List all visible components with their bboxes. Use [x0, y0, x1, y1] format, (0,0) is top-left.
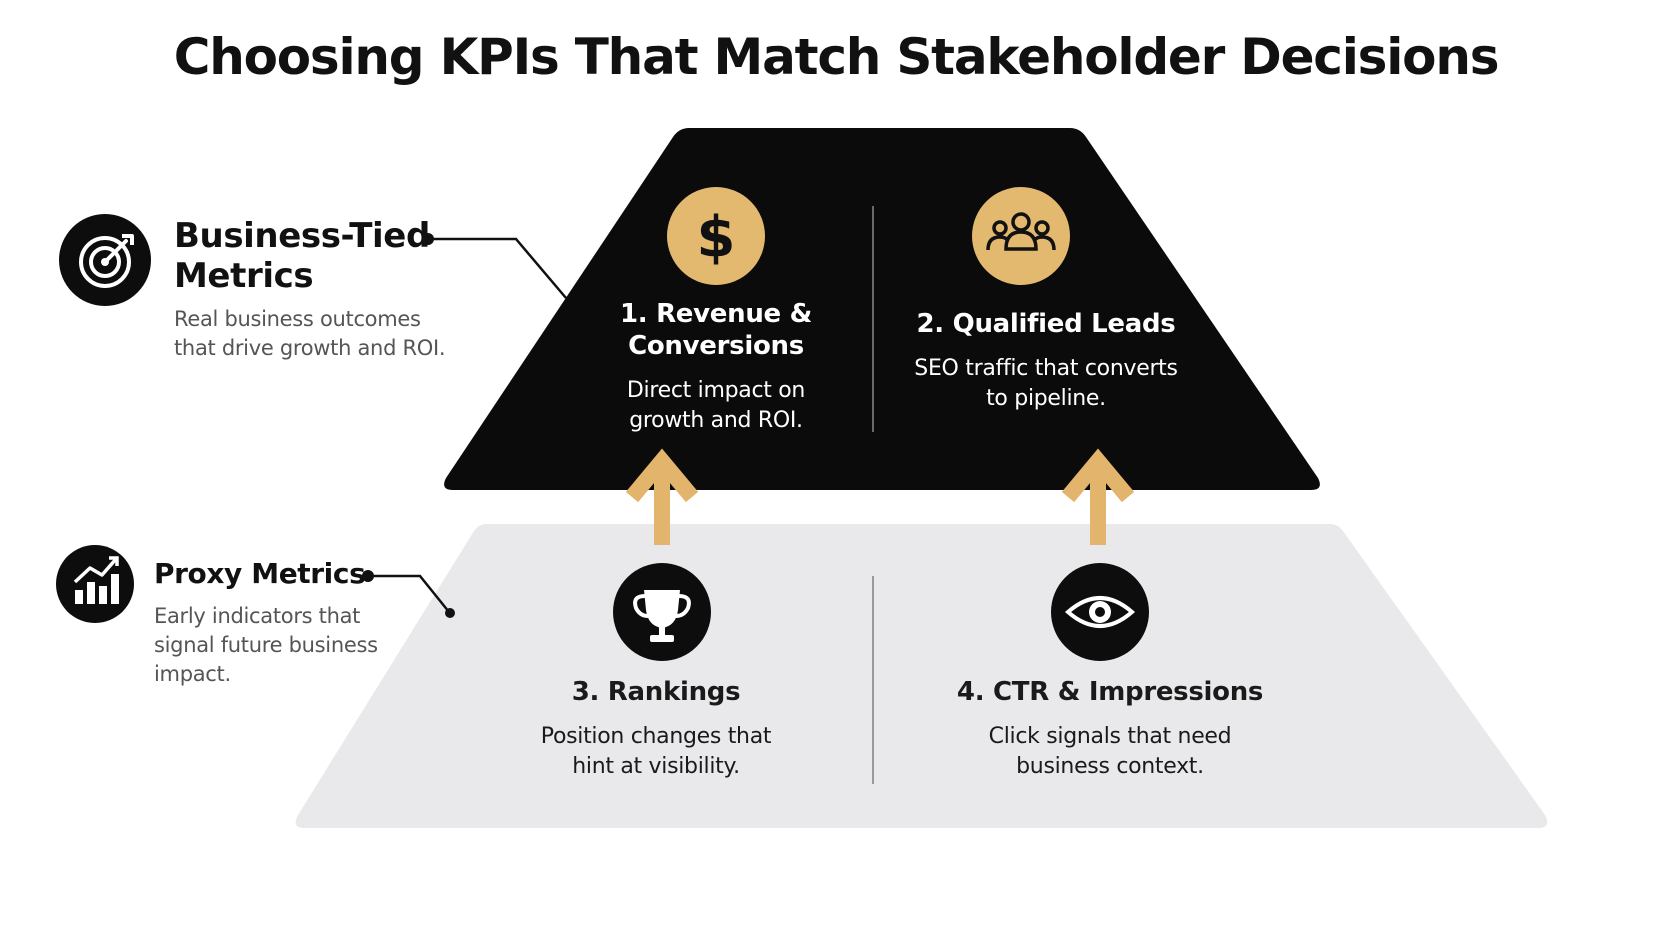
kpi-card-desc: SEO traffic that converts to pipeline.	[914, 356, 1178, 411]
kpi-card-revenue: 1. Revenue & Conversions Direct impact o…	[566, 298, 866, 436]
eye-icon	[1051, 563, 1149, 661]
people-group-icon	[972, 187, 1070, 285]
kpi-card-desc: Position changes that hint at visibility…	[540, 724, 772, 779]
arrow-up-icon	[1061, 448, 1135, 545]
arrow-up-icon	[625, 448, 699, 545]
business-tier-shape	[444, 128, 1320, 490]
proxy-connector-line	[362, 570, 455, 618]
kpi-card-desc: Click signals that need business context…	[988, 724, 1232, 779]
kpi-card-rankings: 3. Rankings Position changes that hint a…	[496, 676, 816, 782]
kpi-card-ctr-impressions: 4. CTR & Impressions Click signals that …	[920, 676, 1300, 782]
proxy-legend-title: Proxy Metrics	[154, 557, 366, 590]
kpi-card-title: 1. Revenue & Conversions	[619, 299, 813, 361]
business-legend-title: Business-Tied Metrics	[174, 216, 430, 296]
svg-text:$: $	[697, 205, 736, 270]
business-legend-desc: Real business outcomes that drive growth…	[174, 307, 446, 360]
kpi-card-title: 2. Qualified Leads	[916, 309, 1176, 339]
proxy-legend-desc: Early indicators that signal future busi…	[154, 604, 378, 686]
business-connector-line	[422, 233, 567, 299]
trophy-icon	[613, 563, 711, 661]
kpi-card-qualified-leads: 2. Qualified Leads SEO traffic that conv…	[876, 308, 1216, 414]
dollar-icon: $	[667, 187, 765, 285]
kpi-card-desc: Direct impact on growth and ROI.	[626, 378, 806, 433]
kpi-card-title: 4. CTR & Impressions	[956, 677, 1264, 707]
page-title: Choosing KPIs That Match Stakeholder Dec…	[173, 28, 1500, 86]
growth-chart-icon	[56, 545, 134, 623]
proxy-tier-shape	[295, 524, 1548, 828]
kpi-card-title: 3. Rankings	[571, 677, 741, 707]
target-icon	[59, 214, 151, 306]
